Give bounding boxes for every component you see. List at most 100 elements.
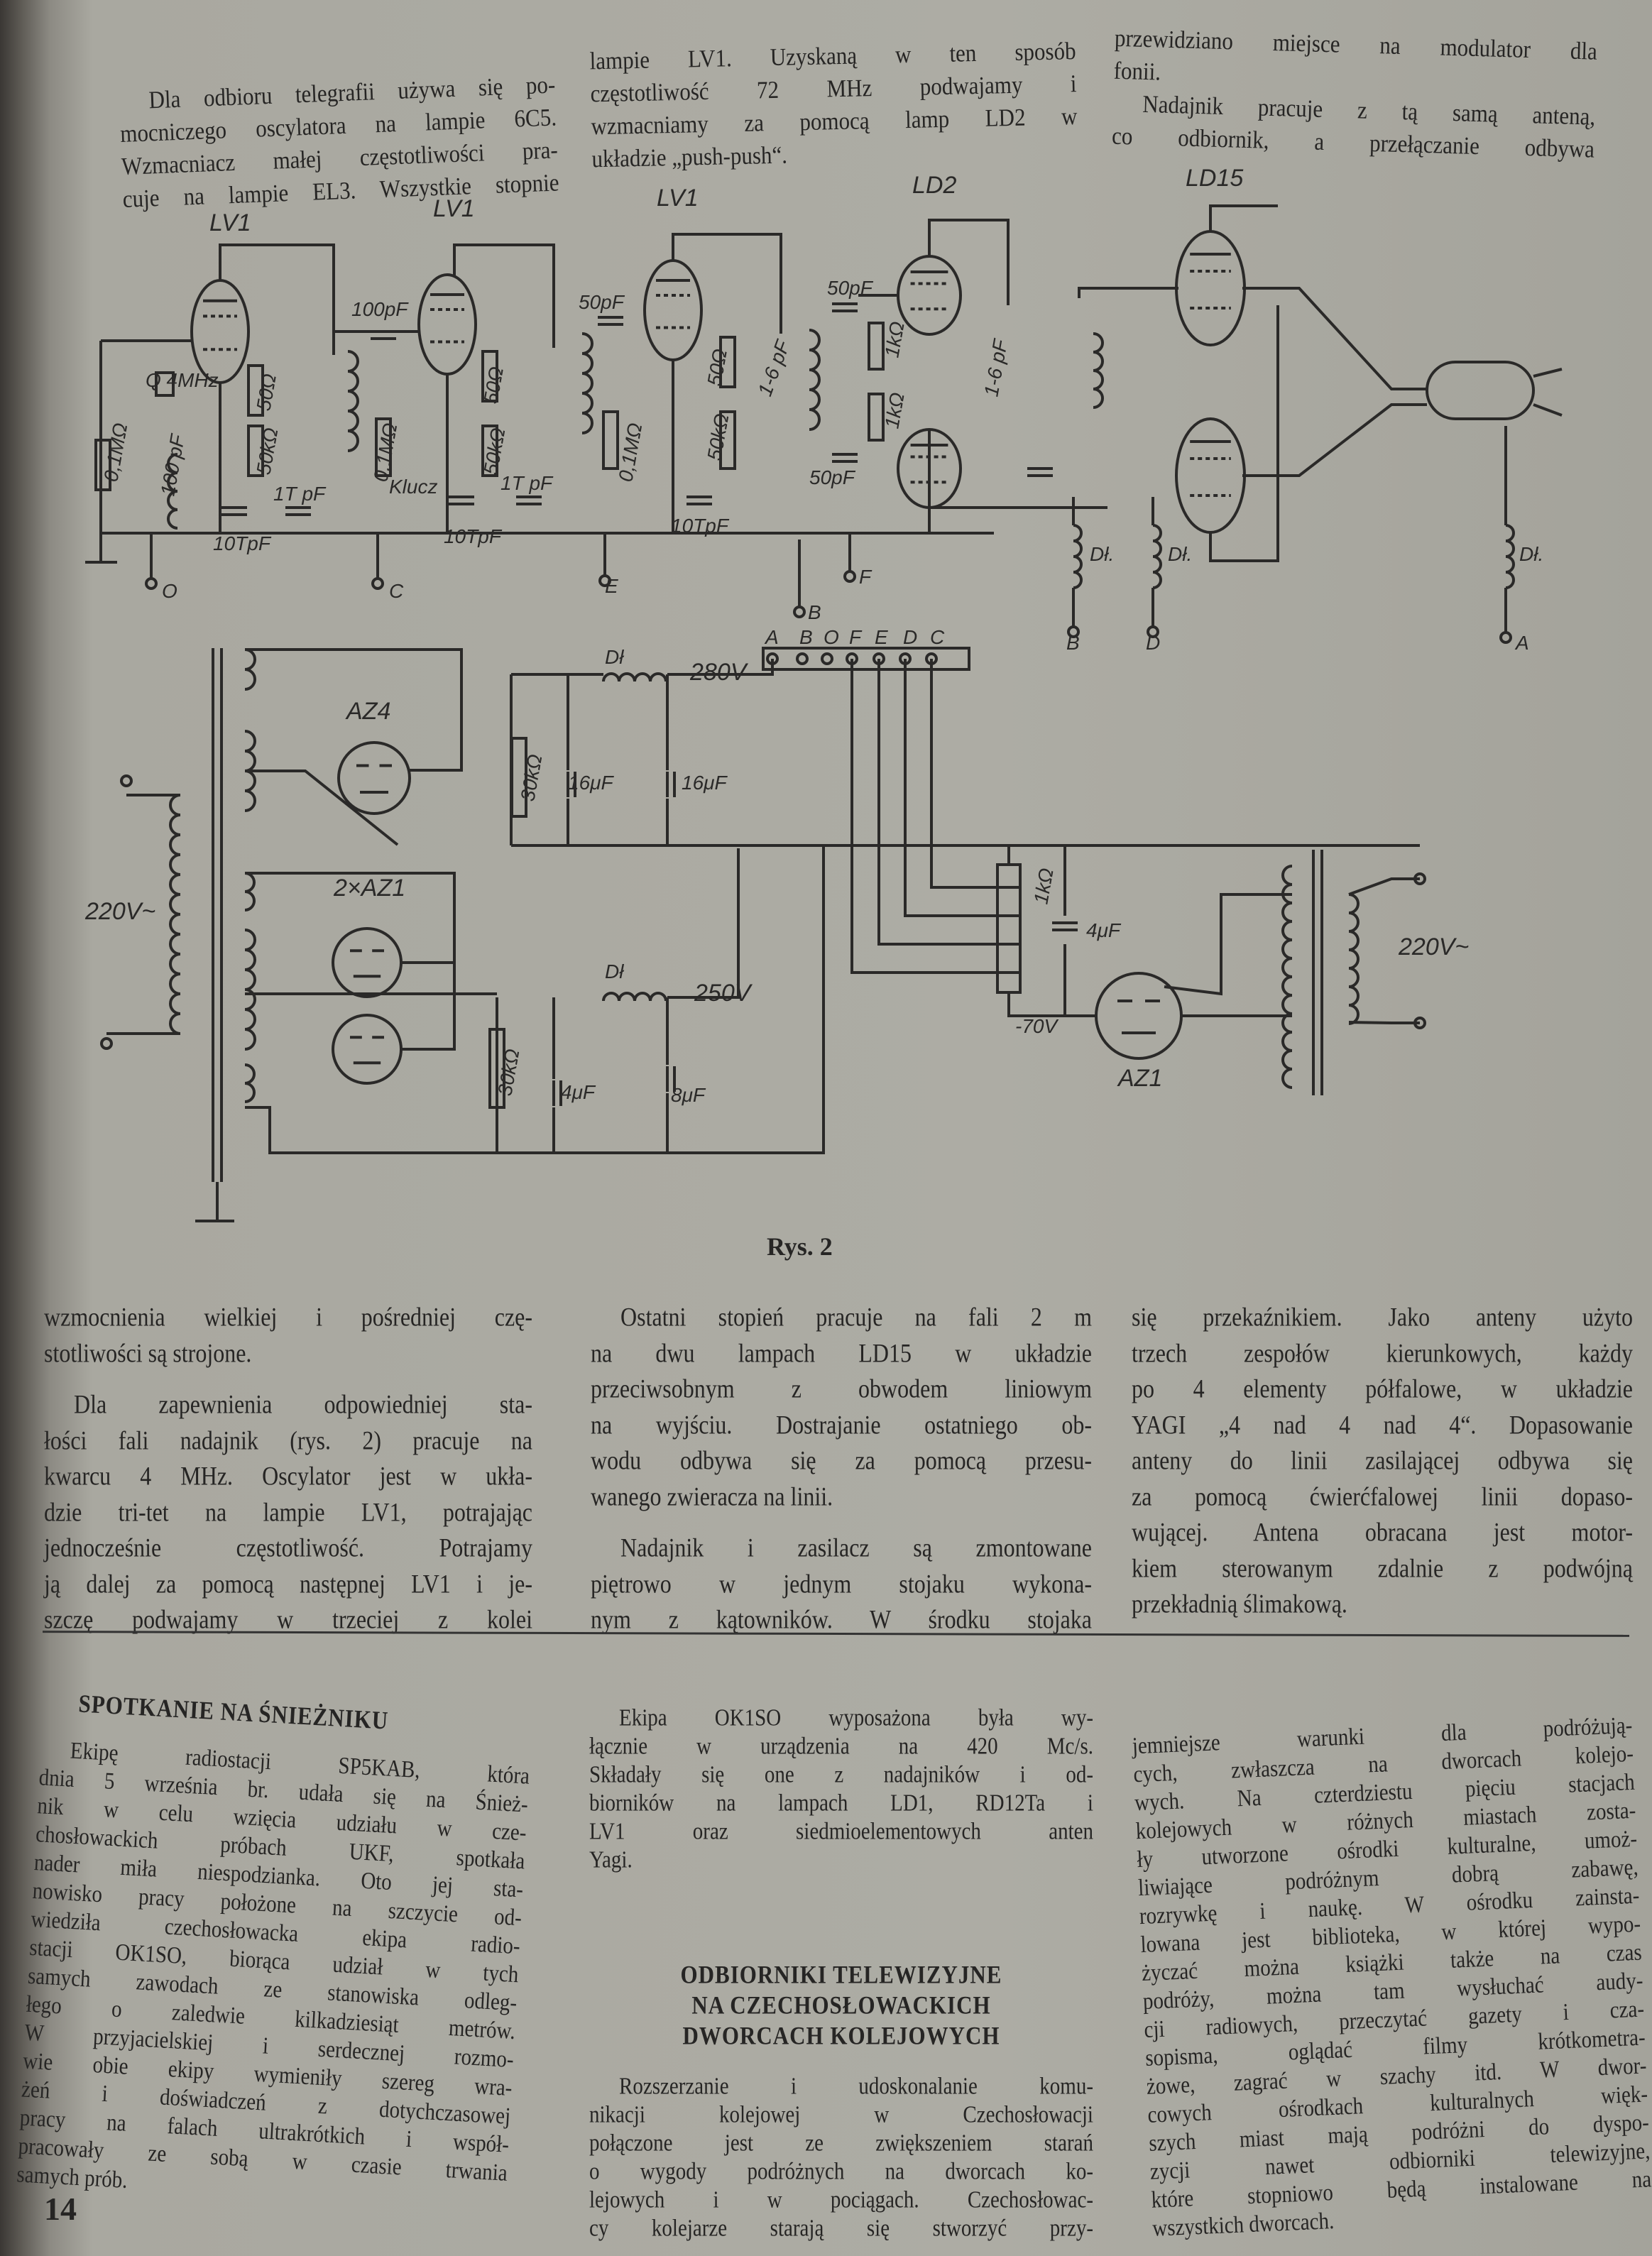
label-resistor: 30kΩ	[516, 752, 546, 803]
text-line: wanego zwieracza na linii.	[591, 1481, 833, 1511]
capacitor-symbol	[552, 1080, 562, 1106]
terminal	[371, 577, 384, 590]
text-line: lejowych i w pociągach. Czechosłowac-	[589, 2186, 1093, 2213]
terminal-label: A	[1514, 632, 1529, 654]
resistor-symbol	[94, 439, 111, 491]
vacuum-tube-icon	[417, 273, 477, 376]
label-rectifier: AZ1	[1117, 1065, 1162, 1092]
terminal	[1413, 1017, 1426, 1029]
label-voltage: 280V	[689, 659, 749, 686]
label-capacitor: 10TpF	[444, 525, 503, 547]
text-line: anteny do linii zasilającej odbywa się	[1132, 1445, 1633, 1475]
resistor-symbol	[868, 322, 885, 371]
label-capacitor: 16μF	[682, 772, 728, 794]
terminal	[843, 570, 856, 583]
text-line: Rozszerzanie i udoskonalanie komu-	[619, 2073, 1093, 2100]
wire	[1312, 850, 1323, 1095]
text-line: po 4 elementy półfalowe, w układzie	[1132, 1374, 1633, 1403]
terminal	[145, 577, 158, 590]
label-choke: Dł	[605, 960, 624, 982]
resistor-symbol	[375, 417, 392, 477]
label-key: Klucz	[389, 476, 437, 498]
wire	[245, 848, 740, 1051]
capacitor-symbol	[598, 316, 623, 326]
terminal	[1147, 625, 1159, 638]
rectifier-tube-icon	[332, 927, 403, 998]
resistor-symbol	[488, 1028, 505, 1109]
tube-grid	[430, 308, 464, 344]
wire	[1078, 204, 1427, 562]
figure-caption: Rys. 2	[767, 1232, 833, 1261]
article-title-line: ODBIORNIKI TELEWIZYJNE	[680, 1960, 1002, 1989]
wire	[150, 533, 851, 607]
label-resistor: 50Ω	[252, 372, 280, 412]
capacitor-symbol	[832, 302, 858, 312]
label-capacitor: 1T pF	[273, 483, 327, 505]
text-line: Nadajnik i zasilacz są zmontowane	[620, 1533, 1092, 1562]
label-voltage: -70V	[1015, 1015, 1059, 1037]
label-lv1: LV1	[657, 185, 699, 212]
wire	[1348, 877, 1420, 1024]
capacitor-symbol	[666, 1066, 676, 1092]
text-line: piętrowo w jednym stojaku wykona-	[591, 1568, 1092, 1599]
label-choke: Dł.	[1090, 543, 1114, 565]
text-line: wującej. Antena obracana jest motor-	[1132, 1517, 1633, 1547]
label-capacitor: 10TpF	[213, 532, 272, 554]
label-resistor: 1kΩ	[1029, 867, 1057, 906]
wire	[334, 233, 782, 533]
text-line: jednocześnie częstotliwość. Potrajamy	[44, 1533, 532, 1562]
coil-symbol	[1348, 893, 1360, 1025]
text-line: Yagi.	[589, 1846, 633, 1873]
label-capacitor: 10TpF	[671, 515, 730, 537]
label-trimmer: 1-6 pF	[754, 336, 794, 399]
label-mains: 220V~	[84, 898, 155, 925]
wire	[850, 659, 997, 974]
text-line: wodu odbywa się za pomocą przesu-	[591, 1445, 1092, 1475]
label-capacitor: 16μF	[568, 772, 614, 794]
strip-label: C	[930, 626, 945, 648]
terminal	[120, 774, 133, 787]
text-line: kwarcu 4 MHz. Oscylator jest w ukła-	[44, 1461, 532, 1491]
strip-label: A	[764, 626, 779, 648]
text-line: kiem sterowanym zdalnie z podwójną	[1132, 1553, 1633, 1583]
wire	[1072, 426, 1507, 632]
text-line: trzech zespołów kierunkowych, każdy	[1132, 1337, 1633, 1368]
coil-symbol	[1152, 524, 1162, 589]
label-capacitor: 8μF	[671, 1084, 706, 1106]
capacitor-symbol	[449, 495, 474, 505]
label-capacitor: 4μF	[1086, 919, 1122, 941]
text-line: na wyjściu. Dostrajanie ostatniego ob-	[591, 1409, 1092, 1440]
capacitor-symbol	[1052, 921, 1078, 931]
tube-grid	[1190, 457, 1231, 497]
choke-coil-symbol	[602, 672, 667, 682]
terminal-label: F	[859, 566, 873, 588]
resistor-symbol	[481, 350, 498, 403]
label-capacitor: 1T pF	[500, 472, 554, 494]
vacuum-tube-icon	[1175, 230, 1246, 346]
strip-label: D	[903, 626, 917, 648]
article-title-line: NA CZECHOSŁOWACKICH	[691, 1991, 991, 2020]
terminal-strip	[762, 647, 970, 671]
label-quartz: Q 4MHz	[146, 369, 219, 391]
capacitor-symbol	[221, 506, 247, 516]
wire	[510, 674, 1420, 847]
text-line: łącznie w urządzenia na 420 Mc/s.	[589, 1733, 1093, 1760]
article-body: Ekipa OK1SO wyposażona była wy-łącznie w…	[589, 1704, 1093, 1874]
resistor-symbol	[247, 425, 264, 477]
label-trimmer: 1-6 pF	[980, 336, 1012, 398]
terminal	[1067, 625, 1080, 638]
capacitor-symbol	[567, 772, 576, 797]
label-50pf: 50pF	[827, 277, 874, 299]
label-50pf: 50pF	[809, 466, 856, 488]
resistor-symbol	[868, 393, 885, 442]
text-line: biorników na lampach LD1, RD12Ta i	[589, 1790, 1093, 1817]
transmitter-schematic-diagram: LV1 LV1 LV1 LD2 LD15 100pF 50pF 50pF 50p…	[84, 165, 1563, 1222]
tube-electrodes	[350, 1036, 384, 1065]
terminal	[793, 606, 806, 618]
label-resistor: 50kΩ	[703, 412, 733, 462]
label-rectifier: AZ4	[345, 698, 390, 725]
capacitor-symbol	[832, 453, 858, 463]
